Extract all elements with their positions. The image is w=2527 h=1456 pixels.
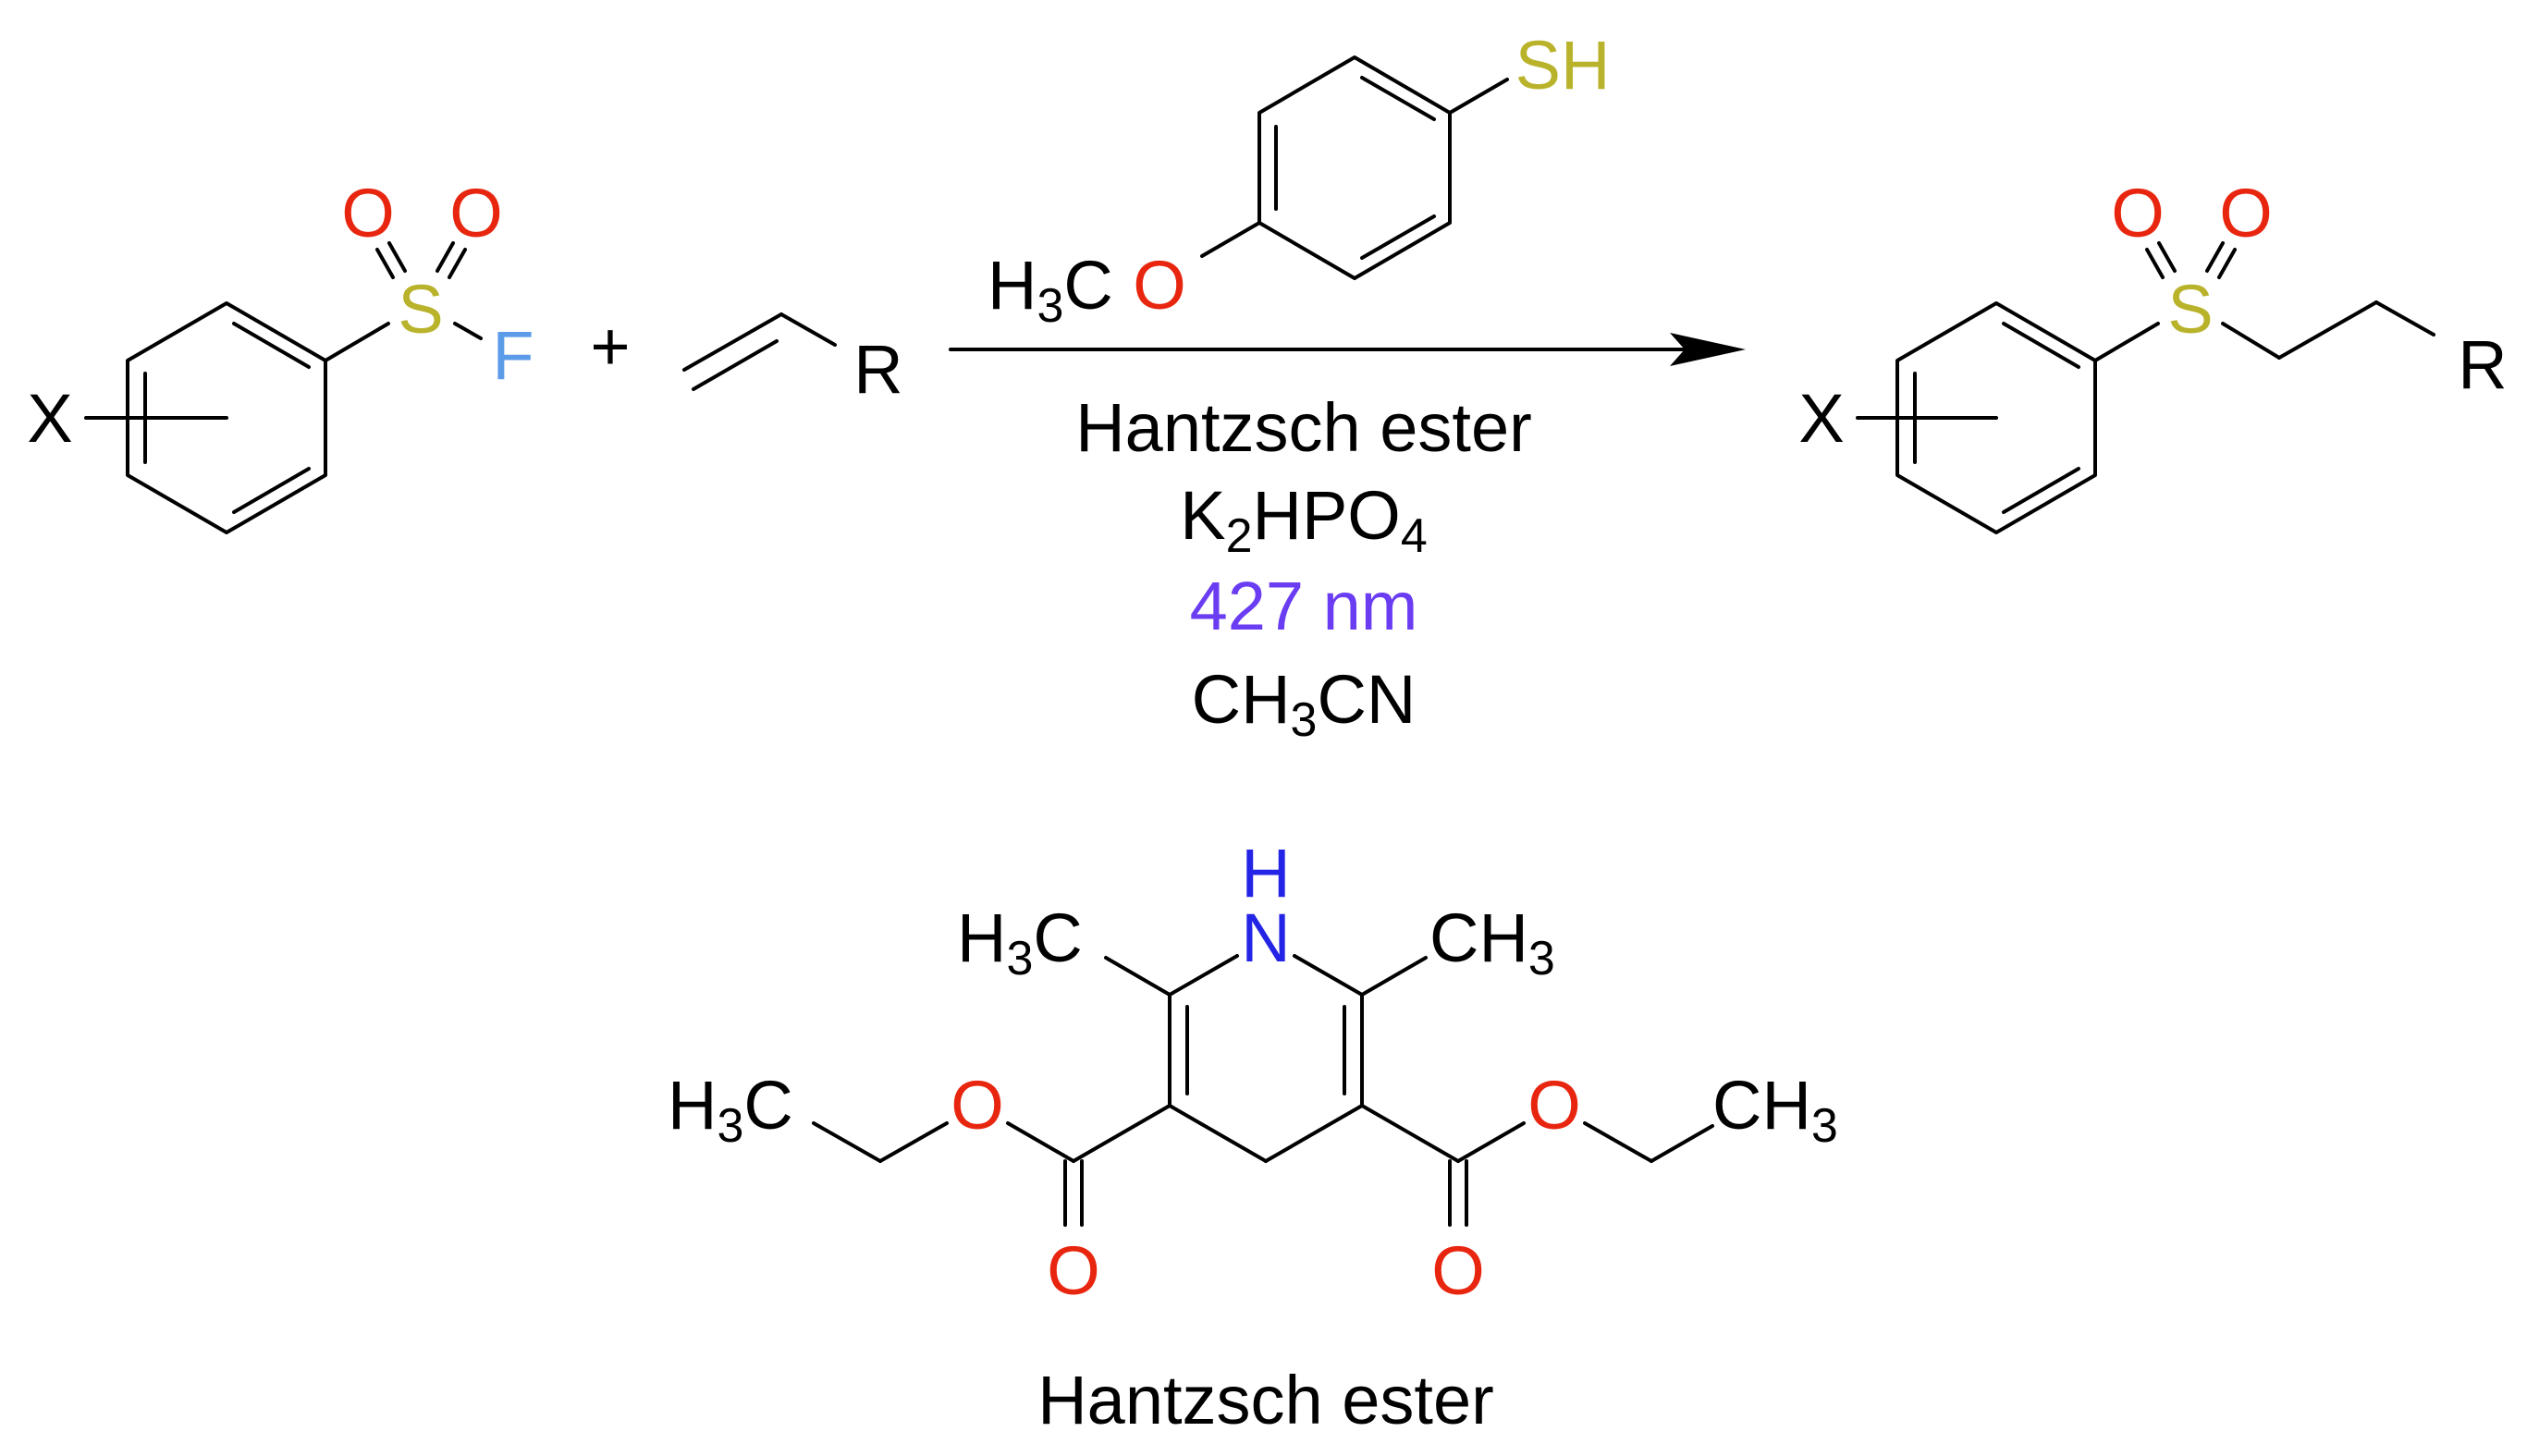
benzene-ring bbox=[1257, 55, 1452, 280]
fluorine-atom: F bbox=[492, 317, 534, 394]
alkyl-chain-bond bbox=[2277, 300, 2378, 360]
s-o-double-bond bbox=[2145, 248, 2165, 279]
ester-bond bbox=[1360, 1104, 1460, 1163]
ring-bond bbox=[1264, 1104, 1364, 1163]
c-s-bond bbox=[2093, 322, 2160, 362]
sulfone-product: X S O O R bbox=[1798, 175, 2508, 534]
ring-double-bond bbox=[2002, 322, 2080, 369]
s-o-double-bond bbox=[387, 241, 407, 273]
carbonyl-oxygen: O bbox=[1431, 1232, 1485, 1309]
terminal-alkene: R bbox=[682, 312, 903, 408]
s-f-bond bbox=[453, 322, 483, 340]
ring-double-bond bbox=[232, 322, 311, 369]
methoxythiophenol: SH H3C O bbox=[987, 27, 1610, 333]
left-ethyl-label: H3C bbox=[668, 1067, 793, 1153]
c-sh-bond bbox=[1448, 78, 1509, 115]
x-substituent-label: X bbox=[1798, 380, 1844, 457]
ethyl-bond bbox=[878, 1121, 949, 1163]
plus-sign: + bbox=[590, 308, 630, 385]
ester-oxygen: O bbox=[1527, 1067, 1581, 1144]
arrow-head bbox=[1670, 333, 1746, 366]
alkene-double-bond bbox=[692, 339, 779, 391]
r-group-label: R bbox=[853, 331, 902, 408]
hantzsch-ester-caption: Hantzsch ester bbox=[1037, 1362, 1494, 1438]
ring-bond bbox=[1293, 954, 1364, 997]
reaction-arrow bbox=[949, 333, 1746, 366]
reaction-conditions: Hantzsch ester K2HPO4 427 nm CH3CN bbox=[1075, 389, 1532, 747]
ethyl-bond bbox=[1583, 1121, 1653, 1163]
ester-bond bbox=[1456, 1121, 1526, 1163]
ring-double-bond bbox=[232, 467, 311, 514]
carbonyl-oxygen: O bbox=[1047, 1232, 1100, 1309]
c-s-bond bbox=[324, 322, 390, 362]
hantzsch-ester-structure: H N H3C CH3 O O H3C O bbox=[668, 835, 1838, 1309]
condition-base: K2HPO4 bbox=[1180, 477, 1428, 563]
condition-solvent: CH3CN bbox=[1192, 661, 1417, 747]
methoxy-oxygen: O bbox=[1133, 247, 1186, 324]
s-o-double-bond bbox=[375, 248, 395, 279]
ester-bond bbox=[1006, 1121, 1075, 1163]
oxygen-atom: O bbox=[341, 175, 395, 251]
oxygen-atom: O bbox=[2111, 175, 2165, 251]
alkene-double-bond bbox=[682, 312, 783, 372]
methyl-bond bbox=[1360, 956, 1428, 997]
aryl-sulfonyl-fluoride: X S O O F bbox=[27, 175, 534, 534]
left-methyl-label: H3C bbox=[957, 899, 1083, 985]
alkyl-chain-bond bbox=[2221, 322, 2281, 360]
ring-double-bond bbox=[2002, 467, 2080, 514]
nh-hydrogen: H bbox=[1241, 835, 1290, 912]
oxygen-atom: O bbox=[449, 175, 503, 251]
sulfur-atom: S bbox=[398, 271, 443, 348]
c-o-bond bbox=[1200, 221, 1261, 258]
r-group-label: R bbox=[2458, 326, 2507, 403]
x-substituent-label: X bbox=[27, 380, 72, 457]
oxygen-atom: O bbox=[2219, 175, 2273, 251]
ring-bond bbox=[1168, 1104, 1268, 1163]
methoxy-methyl-label: H3C bbox=[987, 247, 1113, 333]
condition-hantzsch-ester: Hantzsch ester bbox=[1075, 389, 1532, 466]
ring-double-bond bbox=[1360, 76, 1436, 121]
condition-wavelength: 427 nm bbox=[1190, 568, 1418, 644]
sulfur-atom: S bbox=[2167, 271, 2213, 348]
thiol-group: SH bbox=[1515, 27, 1611, 104]
s-o-double-bond bbox=[2205, 241, 2225, 273]
alkene-r-bond bbox=[779, 312, 837, 347]
s-o-double-bond bbox=[2157, 241, 2177, 273]
s-o-double-bond bbox=[435, 241, 455, 273]
ester-oxygen: O bbox=[951, 1067, 1004, 1144]
right-ethyl-label: CH3 bbox=[1712, 1067, 1838, 1153]
ester-bond bbox=[1072, 1104, 1171, 1163]
right-methyl-label: CH3 bbox=[1429, 899, 1555, 985]
alkyl-chain-bond bbox=[2374, 300, 2435, 336]
s-o-double-bond bbox=[2217, 248, 2237, 279]
ring-bond bbox=[1168, 954, 1239, 997]
ethyl-bond bbox=[1650, 1124, 1714, 1163]
ethyl-bond bbox=[812, 1121, 882, 1163]
methyl-bond bbox=[1104, 956, 1171, 997]
s-o-double-bond bbox=[448, 248, 467, 279]
ring-double-bond bbox=[1360, 214, 1436, 260]
nitrogen-atom: N bbox=[1241, 899, 1290, 976]
